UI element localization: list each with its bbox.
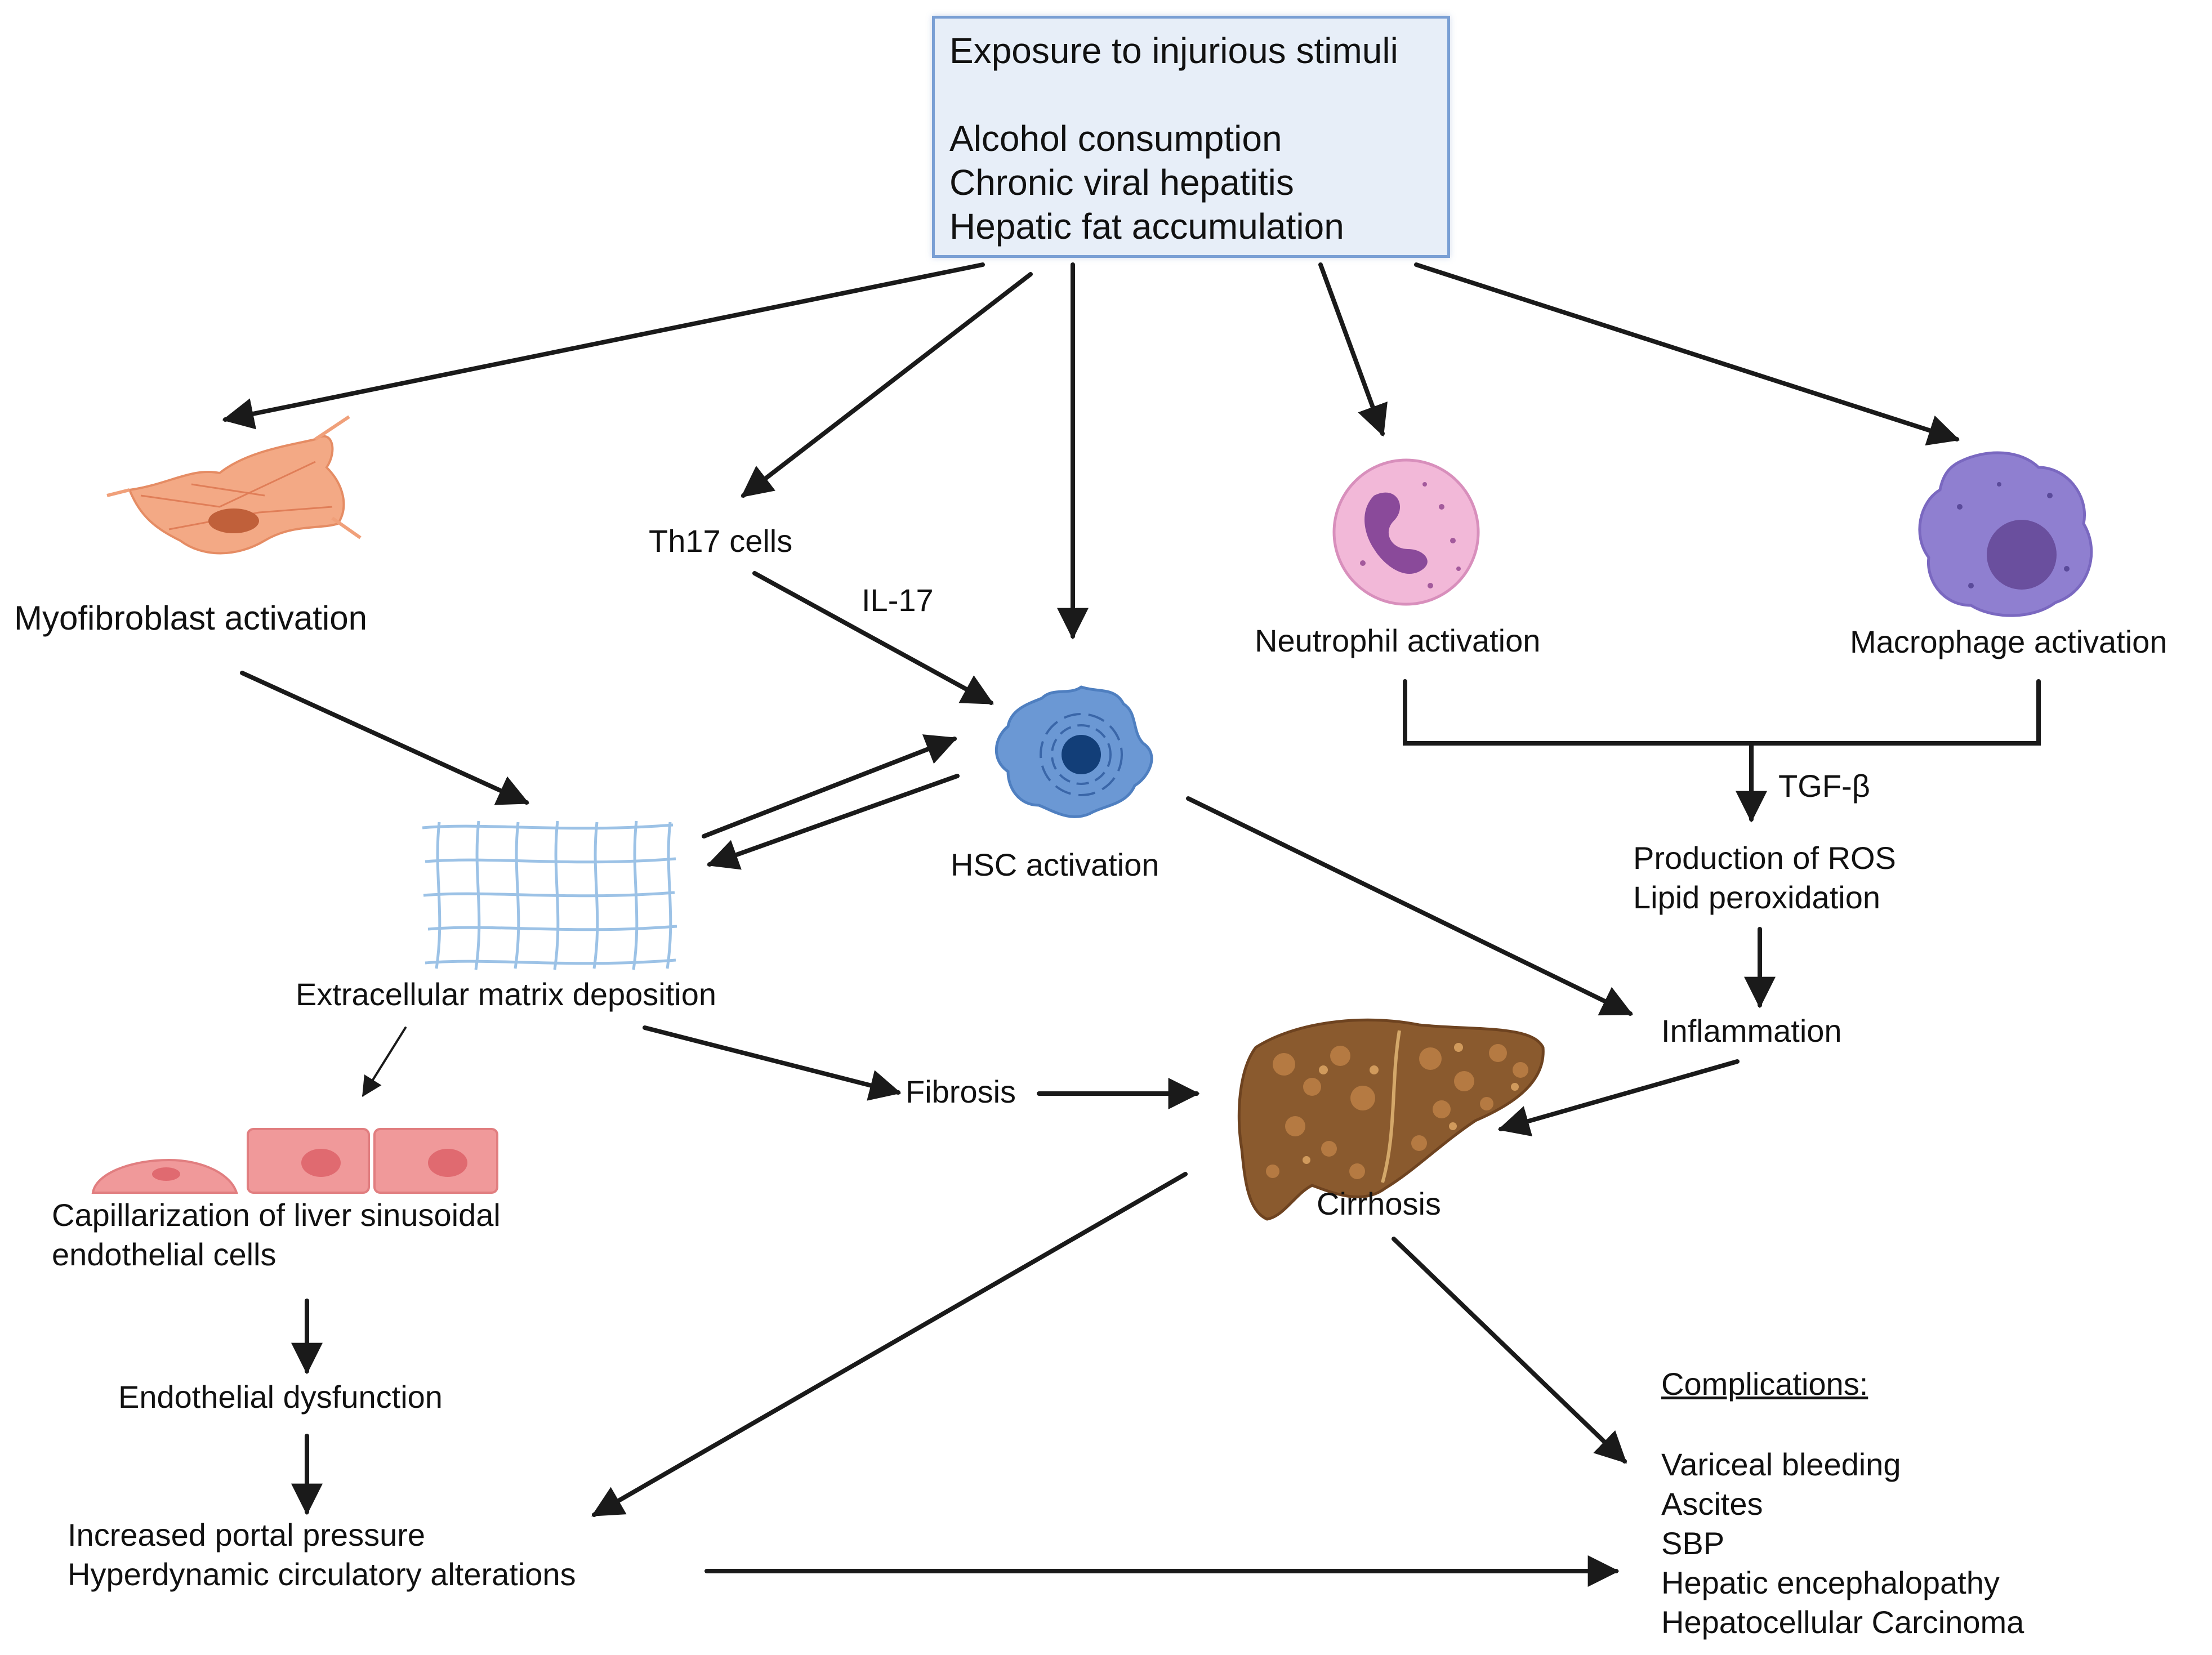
circulatory-alterations-label: Hyperdynamic circulatory alterations [68, 1556, 576, 1592]
arrow-hsc-to-inflammation [1186, 796, 1634, 1016]
il17-label: IL-17 [862, 582, 934, 618]
complication-hepatocellular-carcinoma: Hepatocellular Carcinoma [1661, 1604, 2024, 1640]
arrow-cirrhosis-to-portal [591, 1172, 1188, 1517]
lipid-peroxidation-label: Lipid peroxidation [1633, 880, 1880, 915]
fibrosis-label: Fibrosis [906, 1074, 1016, 1109]
extracellular-matrix-mesh-icon [422, 820, 677, 970]
hsc-activation-label: HSC activation [951, 847, 1159, 882]
cirrhosis-label: Cirrhosis [1317, 1186, 1441, 1221]
arrow-cirrhosis-to-complications [1392, 1237, 1627, 1464]
inflammation-label: Inflammation [1661, 1013, 1842, 1049]
arrow-ecm-to-fibrosis [643, 1025, 902, 1101]
macrophage-activation-label: Macrophage activation [1850, 624, 2168, 659]
arrow-inflammation-to-cirrhosis [1497, 1059, 1740, 1137]
bracket-neutrophil-macrophage [1403, 679, 2041, 746]
arrow-stimuli-to-th17 [741, 272, 1033, 498]
portal-pressure-label: Increased portal pressure [68, 1517, 426, 1553]
arrow-stimuli-to-myofibroblast [222, 262, 985, 430]
stimuli-item-fat-accumulation: Hepatic fat accumulation [949, 206, 1344, 247]
ros-production-label: Production of ROS [1633, 840, 1896, 876]
capillarization-label-line1: Capillarization of liver sinusoidal [52, 1197, 501, 1233]
complications-title: Complications: [1661, 1366, 1868, 1402]
th17-cells-label: Th17 cells [649, 523, 793, 559]
stimuli-title: Exposure to injurious stimuli [949, 30, 1398, 71]
neutrophil-activation-label: Neutrophil activation [1255, 623, 1541, 658]
endothelial-dysfunction-label: Endothelial dysfunction [118, 1379, 443, 1415]
cirrhotic-liver-icon [1237, 1018, 1545, 1221]
stimuli-item-viral-hepatitis: Chronic viral hepatitis [949, 162, 1294, 203]
arrow-ecm-to-capillarization [362, 1027, 407, 1098]
complication-hepatic-encephalopathy: Hepatic encephalopathy [1661, 1565, 2000, 1600]
macrophage-cell-icon [1918, 451, 2093, 617]
arrow-hsc-to-ecm [706, 774, 960, 870]
hsc-cell-icon [994, 685, 1153, 818]
arrow-stimuli-to-macrophage [1414, 262, 1960, 446]
complication-sbp: SBP [1661, 1525, 1725, 1561]
neutrophil-cell-icon [1332, 458, 1480, 606]
endothelial-cells-icon [91, 1128, 498, 1194]
arrow-ecm-to-hsc [702, 734, 958, 838]
arrow-myofibroblast-to-ecm [240, 671, 530, 805]
complication-variceal-bleeding: Variceal bleeding [1661, 1447, 1901, 1482]
capillarization-label-line2: endothelial cells [52, 1237, 276, 1272]
myofibroblast-activation-label: Myofibroblast activation [14, 599, 367, 637]
arrow-stimuli-to-neutrophil [1318, 262, 1388, 437]
complication-ascites: Ascites [1661, 1486, 1763, 1522]
ecm-deposition-label: Extracellular matrix deposition [296, 976, 716, 1012]
tgf-beta-label: TGF-β [1778, 768, 1870, 804]
stimuli-item-alcohol: Alcohol consumption [949, 118, 1282, 159]
myofibroblast-cell-icon [106, 415, 362, 555]
injurious-stimuli-box: Exposure to injurious stimuli Alcohol co… [932, 16, 1450, 258]
arrow-th17-to-hsc [752, 571, 994, 705]
